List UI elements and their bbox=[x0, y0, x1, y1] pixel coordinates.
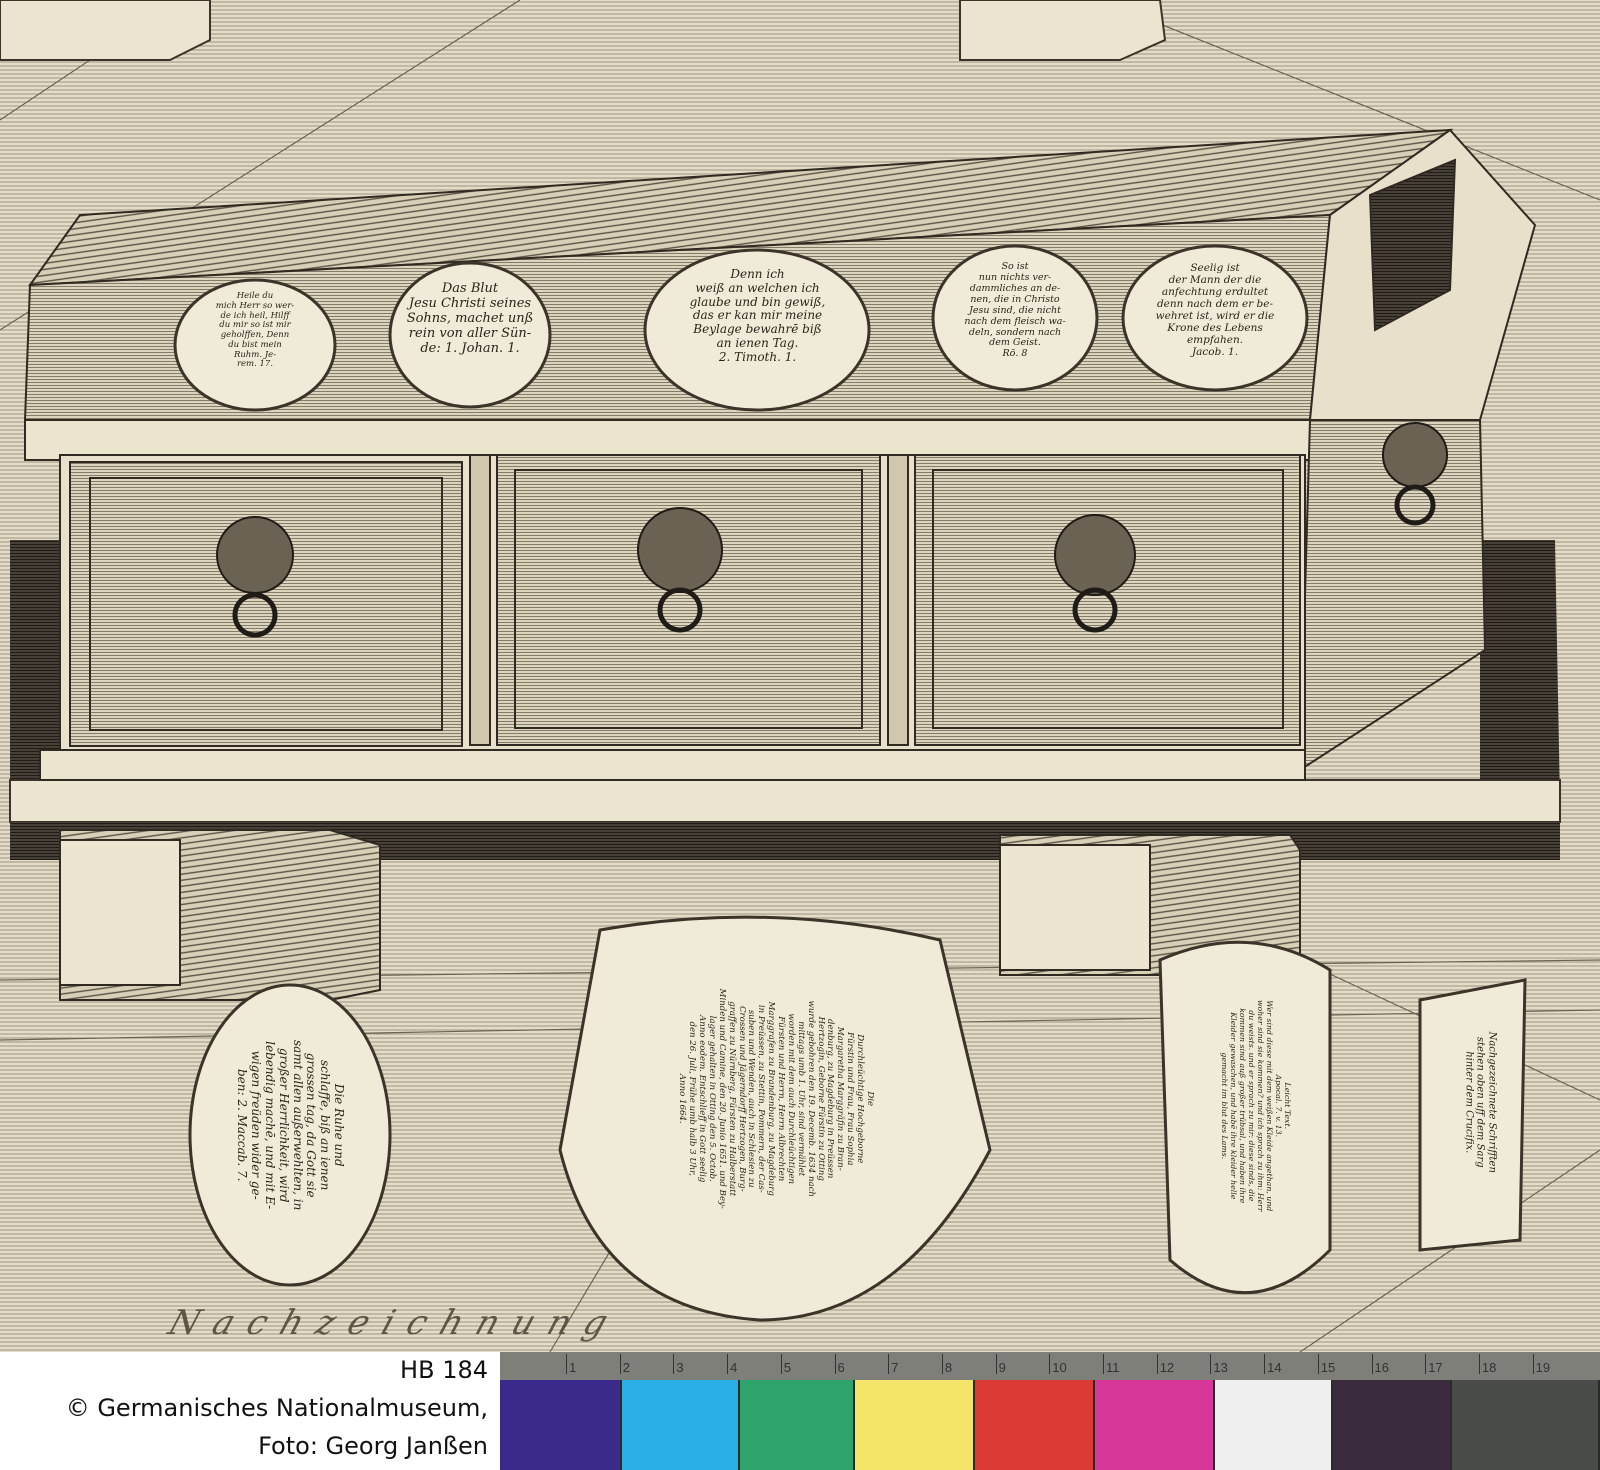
inscription-timothy: Denn ich weiß an welchen ich glaube und … bbox=[689, 267, 826, 364]
color-patch bbox=[622, 1380, 740, 1470]
lion-head-icon bbox=[1382, 422, 1448, 488]
ruler-tick: 18 bbox=[1478, 1354, 1496, 1375]
ruler-tick: 5 bbox=[780, 1354, 791, 1375]
inscription-romans: So ist nun nichts ver- dammliches an de-… bbox=[964, 261, 1066, 360]
ruler-tick: 4 bbox=[727, 1354, 737, 1375]
handwritten-note: Nachzeichnung bbox=[163, 1303, 627, 1343]
inscription-jeremiah: Heile du mich Herr so wer- de ich heil, … bbox=[215, 291, 295, 370]
inscription-biography: Die Durchleüchtige Hochgeborne Fürstin u… bbox=[677, 988, 875, 1209]
ruler-tick: 1 bbox=[566, 1354, 576, 1375]
color-patch bbox=[1452, 1380, 1600, 1470]
color-patch bbox=[1095, 1380, 1215, 1470]
ruler-tick: 7 bbox=[888, 1354, 898, 1375]
lion-head-icon bbox=[1054, 514, 1136, 596]
inscription-james: Seelig ist der Mann der die anfechtung e… bbox=[1155, 262, 1275, 359]
ruler-tick: 19 bbox=[1532, 1354, 1550, 1375]
ruler-tick: 12 bbox=[1156, 1354, 1174, 1375]
medallions bbox=[173, 244, 1527, 1322]
color-patch bbox=[855, 1380, 975, 1470]
color-patch bbox=[740, 1380, 855, 1470]
ruler-tick: 16 bbox=[1371, 1354, 1389, 1375]
ruler-tick: 14 bbox=[1264, 1354, 1282, 1375]
ruler-tick: 9 bbox=[995, 1354, 1006, 1375]
lion-head-handles bbox=[216, 422, 1448, 638]
ruler-tick: 6 bbox=[834, 1354, 845, 1375]
coffin-body bbox=[24, 419, 1487, 781]
inscription-john: Das Blut Jesu Christi seines Sohns, mach… bbox=[406, 281, 534, 356]
color-patch bbox=[1333, 1380, 1452, 1470]
lion-head-icon bbox=[637, 507, 723, 593]
ruler-tick: 2 bbox=[619, 1354, 630, 1375]
upper-pedestals bbox=[0, 0, 1167, 61]
supports bbox=[59, 829, 1301, 1001]
caption-block: HB 184 © Germanisches Nationalmuseum, Fo… bbox=[0, 1352, 500, 1470]
ruler-tick: 10 bbox=[1049, 1354, 1067, 1375]
inventory-id: HB 184 bbox=[400, 1356, 488, 1384]
ruler-tick: 11 bbox=[1103, 1354, 1120, 1375]
lion-head-icon bbox=[216, 516, 294, 594]
ruler-tick: 17 bbox=[1425, 1354, 1443, 1375]
coat-of-arms bbox=[1368, 158, 1457, 332]
ruler-tick: 8 bbox=[941, 1354, 952, 1375]
platform-slab bbox=[9, 779, 1561, 823]
ruler-tick: 15 bbox=[1317, 1354, 1335, 1375]
copyright: © Germanisches Nationalmuseum, bbox=[65, 1394, 488, 1422]
ribbon-note: Nachgezeichnete Schrifften stehen oben u… bbox=[1463, 1031, 1498, 1173]
color-calibration-chart bbox=[500, 1380, 1600, 1470]
color-patch bbox=[1215, 1380, 1333, 1470]
color-patch bbox=[500, 1380, 622, 1470]
ruler-tick: 13 bbox=[1210, 1354, 1228, 1375]
ruler-tick: 3 bbox=[673, 1354, 684, 1375]
color-patch bbox=[975, 1380, 1095, 1470]
inscription-maccabees: Die Ruhe und schlaffe, biß an ienen gros… bbox=[235, 1040, 347, 1211]
inscription-funeral-text: Leicht Text. Apocal. 7. v. 13. Wer sind … bbox=[1220, 999, 1292, 1212]
engraving-sarcophagus bbox=[0, 0, 1600, 1352]
photo-credit: Foto: Georg Janßen bbox=[258, 1432, 488, 1460]
